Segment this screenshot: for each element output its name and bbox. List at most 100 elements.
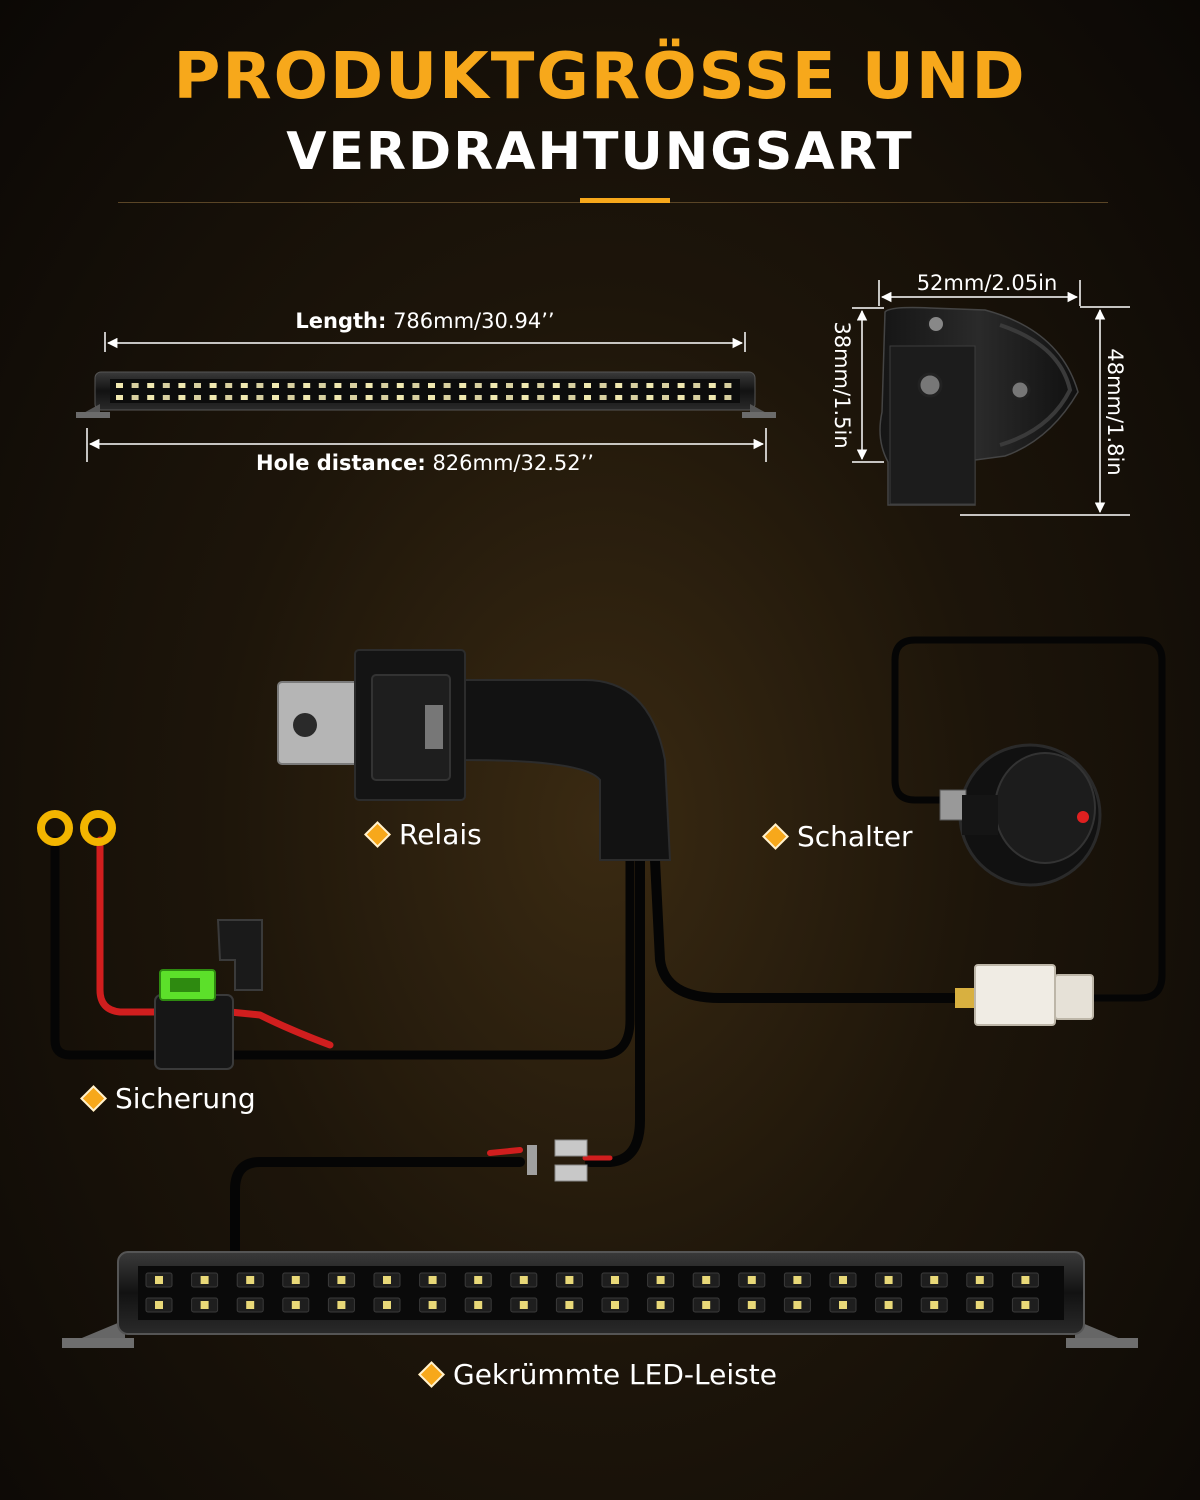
led-chip (521, 395, 529, 400)
led-chip (459, 395, 467, 400)
led-chip (611, 1301, 619, 1309)
led-chip (116, 383, 123, 388)
led-chip (396, 395, 404, 400)
hole-distance-dimension: Hole distance: 826mm/32.52’’ (256, 451, 594, 475)
led-chip (975, 1301, 984, 1309)
led-chip (350, 383, 357, 388)
led-chip (334, 395, 342, 400)
led-chip (383, 1276, 391, 1284)
length-dimension: Length: 786mm/30.94’’ (295, 309, 554, 333)
led-chip (537, 383, 545, 388)
led-chip (519, 1301, 528, 1309)
led-chip (793, 1301, 802, 1309)
led-chip (200, 1301, 209, 1309)
led-chip (225, 383, 233, 388)
title-line-1: PRODUKTGRÖSSE UND (173, 40, 1027, 114)
led-chip (662, 395, 669, 400)
led-chip (240, 395, 248, 400)
led-chip (702, 1276, 711, 1284)
led-chip (381, 395, 389, 400)
led-chip (552, 395, 560, 400)
led-chip (630, 395, 638, 400)
led-chip (724, 395, 732, 400)
led-chip (383, 1301, 391, 1309)
led-chip (272, 395, 279, 400)
fuse-label: Sicherung (80, 1082, 256, 1115)
led-chip (490, 395, 498, 400)
fuse-holder-icon (154, 919, 263, 1070)
led-chip (1021, 1276, 1030, 1284)
led-chip (793, 1276, 802, 1284)
spade-connector-icon (527, 1139, 588, 1182)
led-chip (272, 383, 279, 388)
led-chip (365, 395, 373, 400)
led-chip (147, 395, 155, 400)
led-chip (630, 383, 638, 388)
led-chip (839, 1301, 847, 1309)
led-chip (615, 383, 623, 388)
led-chip (519, 1276, 528, 1284)
led-chip (443, 395, 451, 400)
led-chip (396, 383, 404, 388)
diamond-icon (80, 1085, 107, 1112)
led-chip (693, 383, 701, 388)
led-chip (584, 395, 591, 400)
switch-icon (939, 743, 1102, 887)
led-chip (337, 1276, 346, 1284)
relay-icon (277, 649, 672, 861)
led-chip (209, 395, 217, 400)
led-chip (839, 1276, 847, 1284)
diamond-icon (418, 1361, 445, 1388)
led-chip (246, 1276, 255, 1284)
led-chip (474, 1276, 483, 1284)
title-line-2: VERDRAHTUNGSART (286, 122, 914, 182)
led-chip (240, 383, 248, 388)
led-chip (474, 395, 482, 400)
led-chip (615, 395, 623, 400)
led-chip (365, 383, 373, 388)
led-chip (131, 383, 139, 388)
led-chip (693, 395, 701, 400)
led-chip (708, 395, 716, 400)
led-chip (552, 383, 560, 388)
led-chip (490, 383, 498, 388)
led-chip (662, 383, 669, 388)
led-chip (443, 383, 451, 388)
side-profile (852, 280, 1130, 516)
light-bar-small (76, 332, 776, 462)
led-chip (381, 383, 389, 388)
light-bar-large (62, 1251, 1138, 1348)
led-chip (930, 1276, 939, 1284)
led-chip (1021, 1301, 1030, 1309)
led-chip (459, 383, 467, 388)
led-chip (256, 383, 264, 388)
led-chip (318, 395, 326, 400)
led-chip (162, 383, 170, 388)
led-chip (565, 1276, 574, 1284)
led-chip (930, 1301, 939, 1309)
led-chip (334, 383, 342, 388)
led-chip (884, 1301, 893, 1309)
led-chip (428, 383, 435, 388)
led-chip (303, 395, 311, 400)
led-chip (291, 1301, 300, 1309)
led-chip (646, 383, 654, 388)
led-chip (568, 383, 576, 388)
led-chip (656, 1276, 665, 1284)
led-chip (428, 1301, 437, 1309)
switch-label: Schalter (762, 820, 913, 853)
diamond-icon (364, 821, 391, 848)
led-chip (702, 1301, 711, 1309)
led-chip (209, 383, 217, 388)
led-chip (747, 1276, 756, 1284)
led-chip (246, 1301, 255, 1309)
relay-label: Relais (364, 818, 482, 851)
led-chip (200, 1276, 209, 1284)
ring-terminal-icon (37, 810, 116, 846)
led-chip (708, 383, 716, 388)
width-dimension: 52mm/2.05in (917, 271, 1058, 295)
header-divider-accent (580, 198, 670, 203)
led-chip (537, 395, 545, 400)
led-chip (291, 1276, 300, 1284)
